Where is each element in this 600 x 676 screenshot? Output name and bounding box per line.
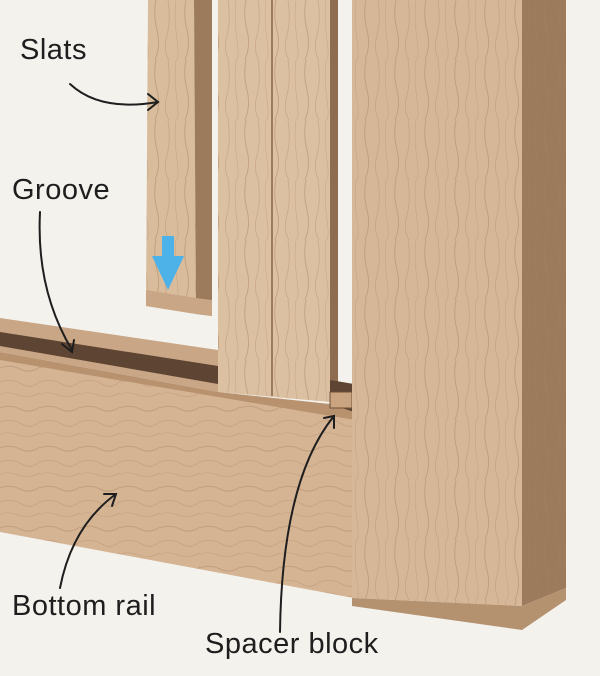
groove-label: Groove — [12, 174, 111, 206]
bottom-rail-leader-line — [59, 493, 117, 589]
bottom-rail-label: Bottom rail — [12, 590, 157, 622]
spacer-block-leader-line — [279, 415, 335, 633]
groove-leader-arrowhead — [61, 339, 75, 354]
bottom-rail-leader-arrowhead — [103, 493, 118, 507]
slats-label: Slats — [20, 34, 87, 66]
leg-post — [352, 0, 566, 630]
slat-left — [146, 0, 212, 316]
spacer-block-leader-arrowhead — [323, 414, 335, 429]
spacer-block-shape — [329, 391, 353, 409]
bottom-rail-shape — [0, 360, 354, 598]
slats-leader-arrowhead — [147, 93, 160, 111]
spacer-block-label: Spacer block — [205, 628, 379, 660]
down-arrow-icon — [152, 236, 184, 290]
groove-leader-line — [38, 211, 73, 351]
slats-leader-line — [69, 83, 159, 106]
slat-middle — [218, 0, 338, 402]
